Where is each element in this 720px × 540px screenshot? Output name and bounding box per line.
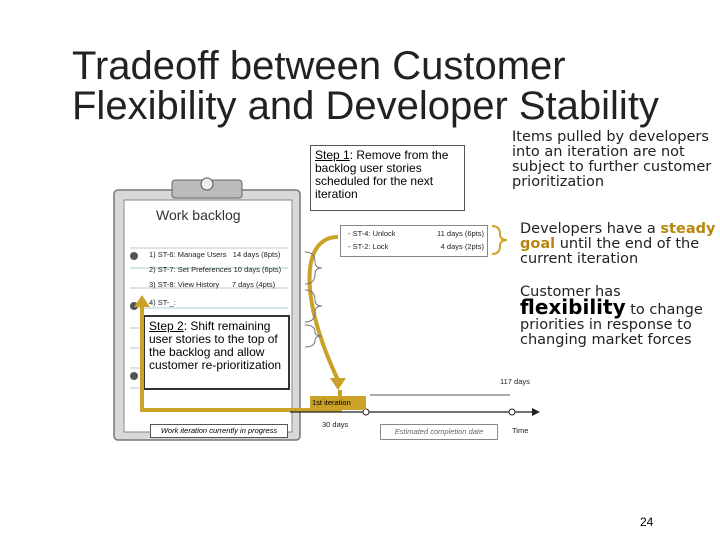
time-arrow-icon <box>532 408 540 416</box>
step1-text: : Remove from the backlog user stories s… <box>315 148 449 201</box>
backlog-title: Work backlog <box>156 207 241 223</box>
slide-title: Tradeoff between Customer Flexibility an… <box>72 46 659 126</box>
title-line-1: Tradeoff between Customer <box>72 44 566 88</box>
clipboard-clip-ring <box>200 177 214 191</box>
time-label: Time <box>512 426 529 435</box>
page-number: 24 <box>640 515 654 529</box>
step2-box: Step 2: Shift remaining user stories to … <box>143 315 290 390</box>
in-progress-box: Work iteration currently in progress <box>150 424 288 438</box>
brace-icon <box>304 289 323 323</box>
iteration-items-box <box>340 225 488 257</box>
brace-icon <box>304 251 323 285</box>
step2-text: : Shift remaining user stories to the to… <box>149 319 282 372</box>
total-duration: 117 days <box>500 377 530 386</box>
step2-label: Step 2 <box>149 319 184 333</box>
estimated-completion-box: Estimated completion date <box>380 424 498 440</box>
note-steady-goal: Developers have a steady goal until the … <box>520 221 716 267</box>
backlog-item: 2) ST-7: Set Preferences 10 days (6pts) <box>149 265 282 274</box>
binder-hole-icon <box>130 372 138 380</box>
iteration-label: 1st iteration <box>312 398 351 407</box>
shift-arrow-head <box>134 295 150 307</box>
timeline-marker-icon <box>508 408 516 416</box>
backlog-item: 3) ST-8: View History 7 days (4pts) <box>149 280 276 289</box>
step1-box: Step 1: Remove from the backlog user sto… <box>310 145 465 211</box>
step1-label: Step 1 <box>315 148 350 162</box>
backlog-item: 4) ST-_: <box>149 298 176 307</box>
pull-arrow <box>307 235 340 381</box>
backlog-item: 1) ST-6: Manage Users 14 days (8pts) <box>149 250 281 259</box>
iteration-length: 30 days <box>322 420 349 429</box>
pull-arrow-head <box>330 378 346 390</box>
note-items-pulled: Items pulled by developers into an itera… <box>512 129 712 190</box>
title-line-2: Flexibility and Developer Stability <box>72 84 659 128</box>
brace-icon <box>491 225 508 255</box>
note-customer-flexibility: Customer has flexibility to change prior… <box>520 284 703 348</box>
first-iteration-bar <box>310 396 366 410</box>
brace-icon <box>304 324 323 348</box>
binder-hole-icon <box>130 252 138 260</box>
